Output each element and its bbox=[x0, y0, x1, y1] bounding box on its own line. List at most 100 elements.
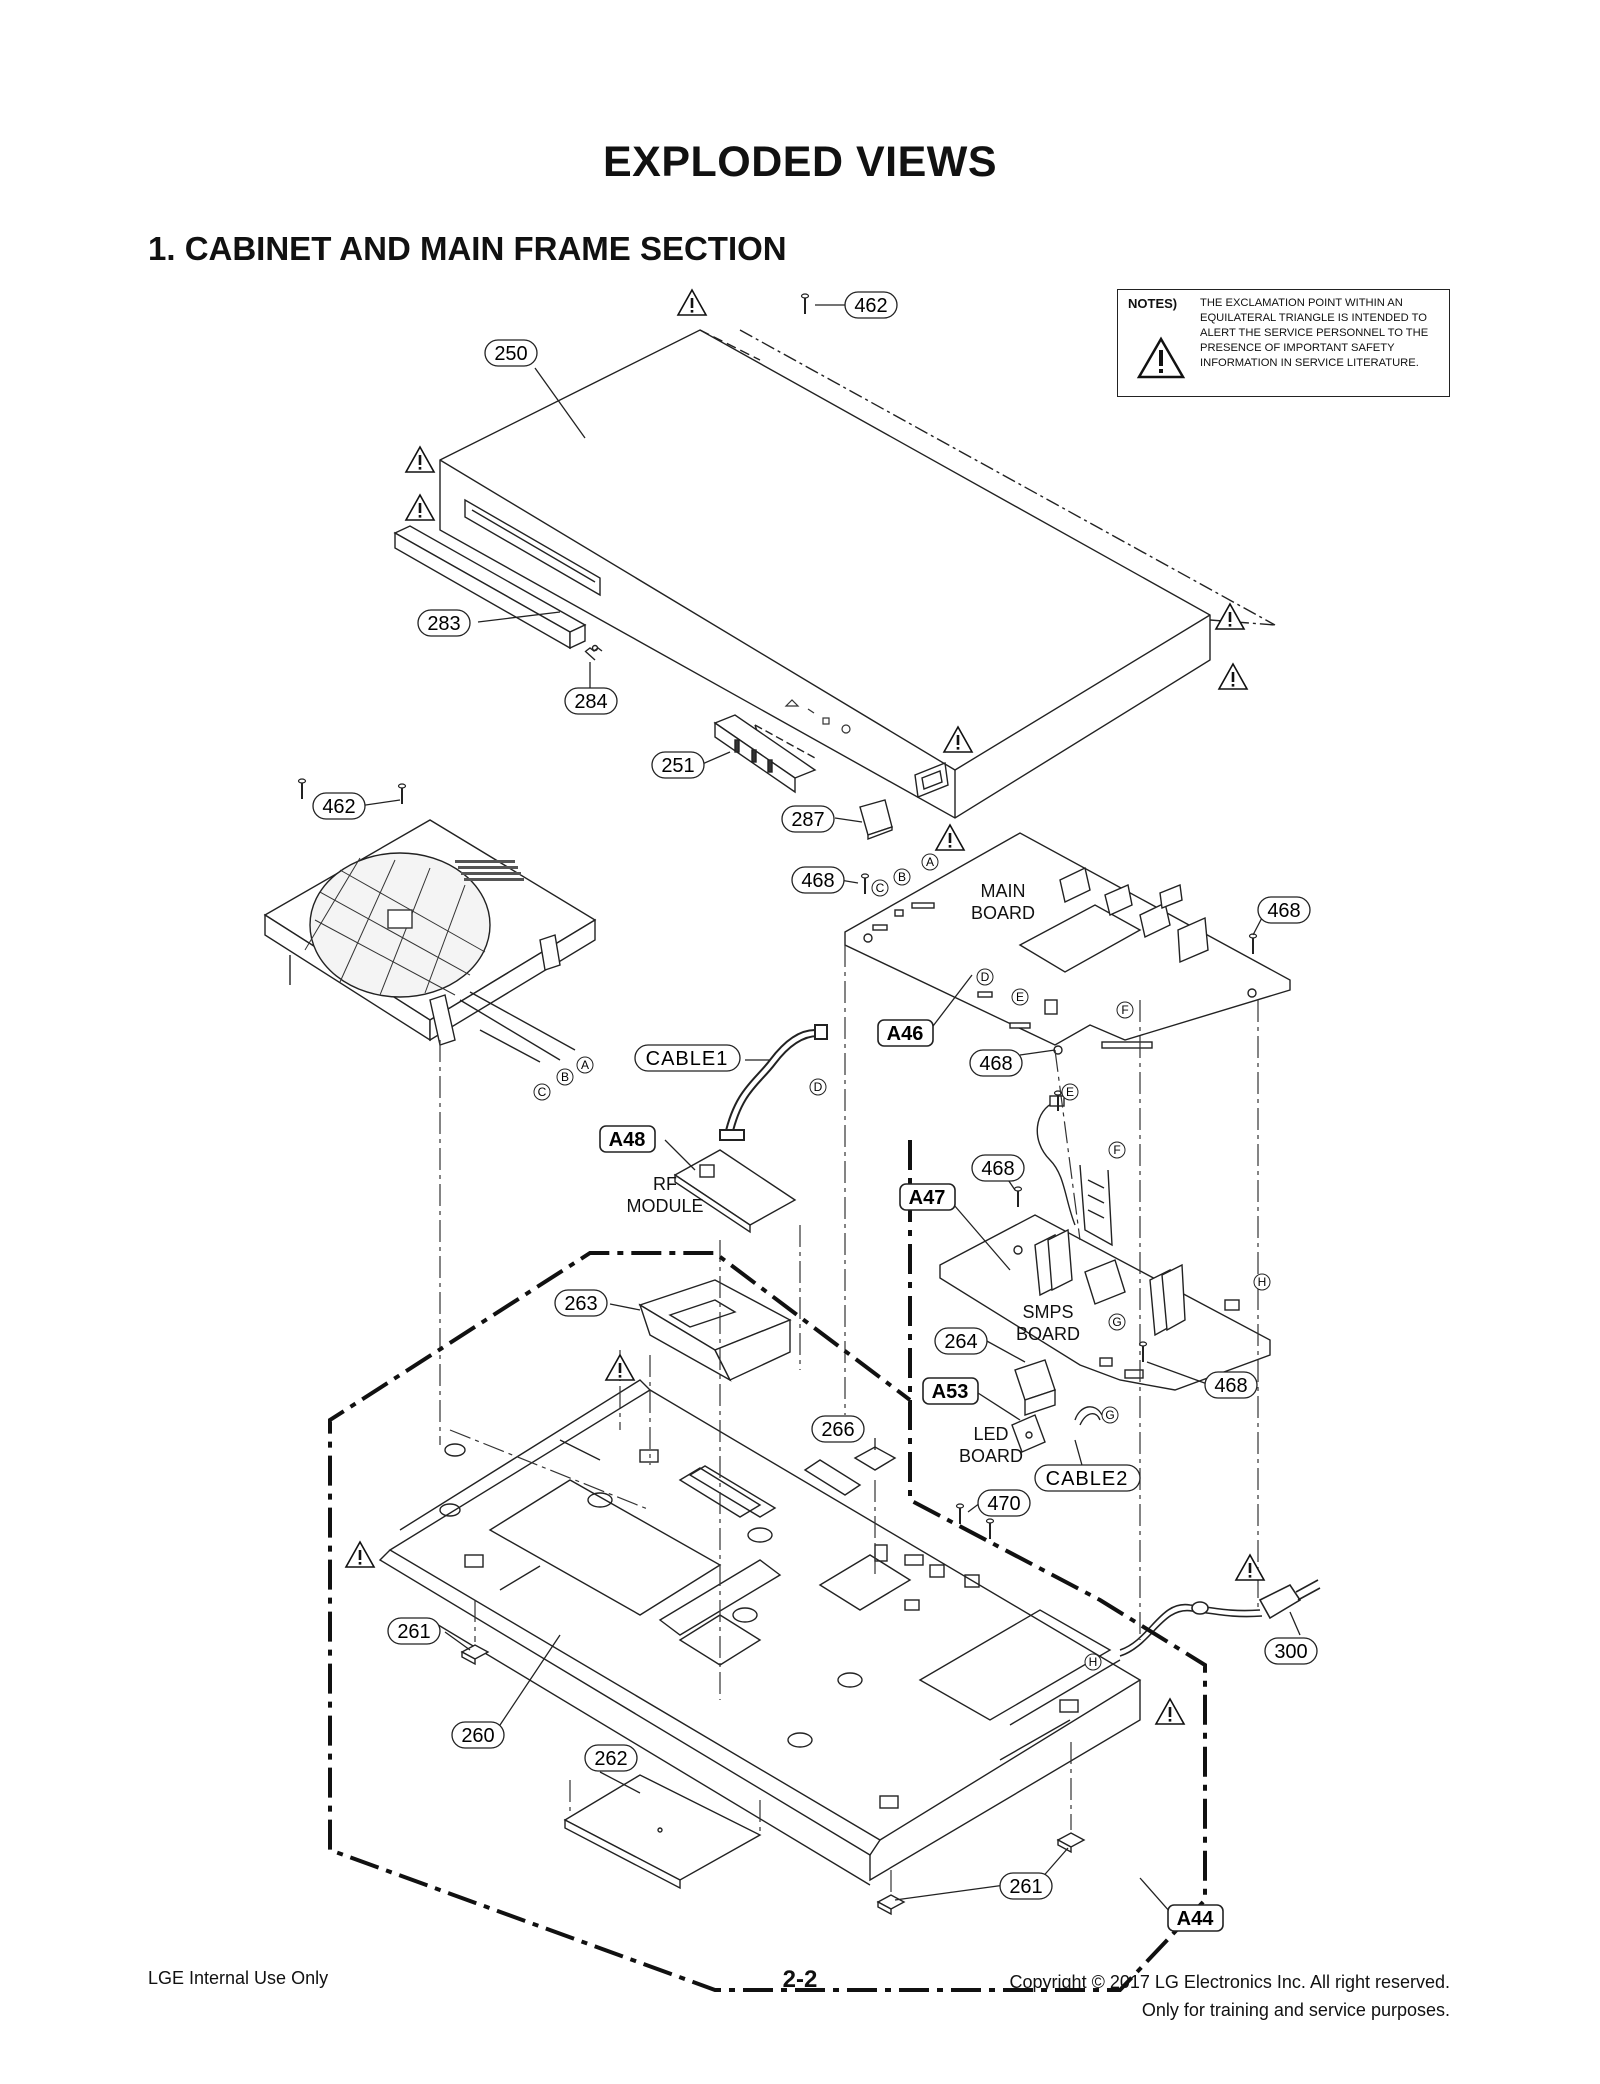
warning-icon-power-cord bbox=[1235, 1554, 1265, 1581]
svg-text:H: H bbox=[1258, 1275, 1267, 1289]
callout-cable1: CABLE1 bbox=[634, 1044, 741, 1072]
main-board bbox=[844, 832, 1291, 1055]
rf-module bbox=[673, 1149, 797, 1234]
screw-468-d bbox=[1013, 1186, 1023, 1208]
screw-468-a bbox=[860, 873, 870, 895]
svg-text:462: 462 bbox=[322, 796, 355, 818]
front-panel-board bbox=[713, 714, 817, 794]
screw-462-top bbox=[800, 293, 810, 315]
screw-468-b bbox=[1248, 933, 1258, 955]
led-holder bbox=[1011, 1359, 1103, 1453]
connector-g-smps: G bbox=[1108, 1313, 1126, 1331]
callout-261-b: 261 bbox=[999, 1872, 1053, 1900]
callout-264: 264 bbox=[934, 1327, 988, 1355]
callout-462-loader: 462 bbox=[312, 792, 366, 820]
smps-board bbox=[939, 1214, 1271, 1391]
heat-pad-266 bbox=[853, 1446, 897, 1471]
svg-text:300: 300 bbox=[1274, 1641, 1307, 1663]
connector-a-main: A bbox=[921, 853, 939, 871]
screw-470-b bbox=[985, 1518, 995, 1540]
callout-468-a: 468 bbox=[791, 866, 845, 894]
svg-text:260: 260 bbox=[461, 1725, 494, 1747]
svg-text:462: 462 bbox=[854, 295, 887, 317]
bottom-plate-262 bbox=[563, 1774, 762, 1890]
svg-text:A44: A44 bbox=[1177, 1908, 1215, 1930]
warning-icon-door bbox=[405, 494, 435, 521]
svg-text:250: 250 bbox=[494, 343, 527, 365]
callout-a53: A53 bbox=[922, 1377, 979, 1405]
svg-text:F: F bbox=[1113, 1143, 1120, 1157]
connector-c-loader: C bbox=[533, 1083, 551, 1101]
warning-icon-cover-top bbox=[677, 289, 707, 316]
svg-text:A: A bbox=[926, 855, 934, 869]
callout-250: 250 bbox=[484, 339, 538, 367]
svg-text:468: 468 bbox=[1214, 1375, 1247, 1397]
screw-462-loader-b bbox=[397, 783, 407, 805]
connector-g-cable2: G bbox=[1101, 1406, 1119, 1424]
warning-icon-chassis-top bbox=[605, 1354, 635, 1381]
connector-f-smps: F bbox=[1108, 1141, 1126, 1159]
callout-470: 470 bbox=[977, 1489, 1031, 1517]
notes-text: THE EXCLAMATION POINT WITHIN AN EQUILATE… bbox=[1200, 297, 1429, 369]
assembly-a44-boundary bbox=[328, 1140, 1207, 1992]
svg-text:261: 261 bbox=[1009, 1876, 1042, 1898]
footer-page-number: 2-2 bbox=[782, 1966, 818, 1993]
warning-icon-main-board bbox=[935, 824, 965, 851]
svg-text:G: G bbox=[1105, 1408, 1114, 1422]
assembly-guide-lines bbox=[439, 945, 1259, 1893]
footer-copyright: Copyright © 2017 LG Electronics Inc. All… bbox=[1009, 1972, 1450, 1992]
smps-board-label-1: SMPS bbox=[1022, 1302, 1073, 1322]
svg-text:A48: A48 bbox=[609, 1129, 646, 1151]
footer-usage: Only for training and service purposes. bbox=[1141, 2000, 1450, 2020]
main-board-label-2: BOARD bbox=[971, 903, 1035, 923]
footer-internal-use: LGE Internal Use Only bbox=[148, 1968, 329, 1988]
warning-icon-cover-right-b bbox=[1218, 663, 1248, 690]
main-chassis bbox=[378, 1379, 1142, 1886]
connector-e-main: E bbox=[1011, 988, 1029, 1006]
door-spring bbox=[584, 644, 603, 661]
disc-loader bbox=[263, 819, 597, 1063]
svg-text:G: G bbox=[1112, 1315, 1121, 1329]
svg-text:251: 251 bbox=[661, 755, 694, 777]
board-labels: MAIN BOARD RF MODULE SMPS BOARD LED BOAR… bbox=[626, 881, 1080, 1466]
svg-text:468: 468 bbox=[801, 870, 834, 892]
warning-icon-cover-left bbox=[405, 446, 435, 473]
power-button bbox=[859, 799, 893, 841]
svg-text:A53: A53 bbox=[932, 1381, 969, 1403]
callout-284: 284 bbox=[564, 687, 618, 715]
svg-text:H: H bbox=[1089, 1655, 1098, 1669]
callout-262: 262 bbox=[584, 1744, 638, 1772]
connector-h-chassis: H bbox=[1084, 1653, 1102, 1671]
callout-260: 260 bbox=[451, 1721, 505, 1749]
svg-text:283: 283 bbox=[427, 613, 460, 635]
svg-text:E: E bbox=[1066, 1085, 1074, 1099]
connector-h-smps: H bbox=[1253, 1273, 1271, 1291]
connector-f-main: F bbox=[1116, 1001, 1134, 1019]
connector-c-main: C bbox=[871, 879, 889, 897]
rf-module-label-2: MODULE bbox=[626, 1196, 703, 1216]
led-board-label-2: BOARD bbox=[959, 1446, 1023, 1466]
section-title: 1. CABINET AND MAIN FRAME SECTION bbox=[148, 230, 787, 267]
svg-text:D: D bbox=[814, 1080, 823, 1094]
svg-text:D: D bbox=[981, 970, 990, 984]
callout-251: 251 bbox=[651, 751, 705, 779]
warning-icon-cover-right bbox=[1215, 603, 1245, 630]
top-cover bbox=[439, 329, 1276, 819]
svg-text:468: 468 bbox=[981, 1158, 1014, 1180]
rf-module-label-1: RF bbox=[653, 1174, 677, 1194]
svg-text:C: C bbox=[538, 1085, 547, 1099]
led-board-label-1: LED bbox=[973, 1424, 1008, 1444]
part-callouts: 250 462 283 284 251 287 462 468 468 A46 … bbox=[312, 291, 1318, 1932]
warning-icon-chassis-right bbox=[1155, 1698, 1185, 1725]
notes-title: NOTES) bbox=[1128, 296, 1178, 311]
callout-a44: A44 bbox=[1167, 1904, 1224, 1932]
callout-468-c: 468 bbox=[969, 1049, 1023, 1077]
svg-text:264: 264 bbox=[944, 1331, 977, 1353]
callout-468-d: 468 bbox=[971, 1154, 1025, 1182]
page-title: EXPLODED VIEWS bbox=[602, 138, 998, 186]
svg-text:287: 287 bbox=[791, 809, 824, 831]
connector-a-loader: A bbox=[576, 1056, 594, 1074]
callout-283: 283 bbox=[417, 609, 471, 637]
svg-text:284: 284 bbox=[574, 691, 607, 713]
connector-d-main: D bbox=[976, 968, 994, 986]
